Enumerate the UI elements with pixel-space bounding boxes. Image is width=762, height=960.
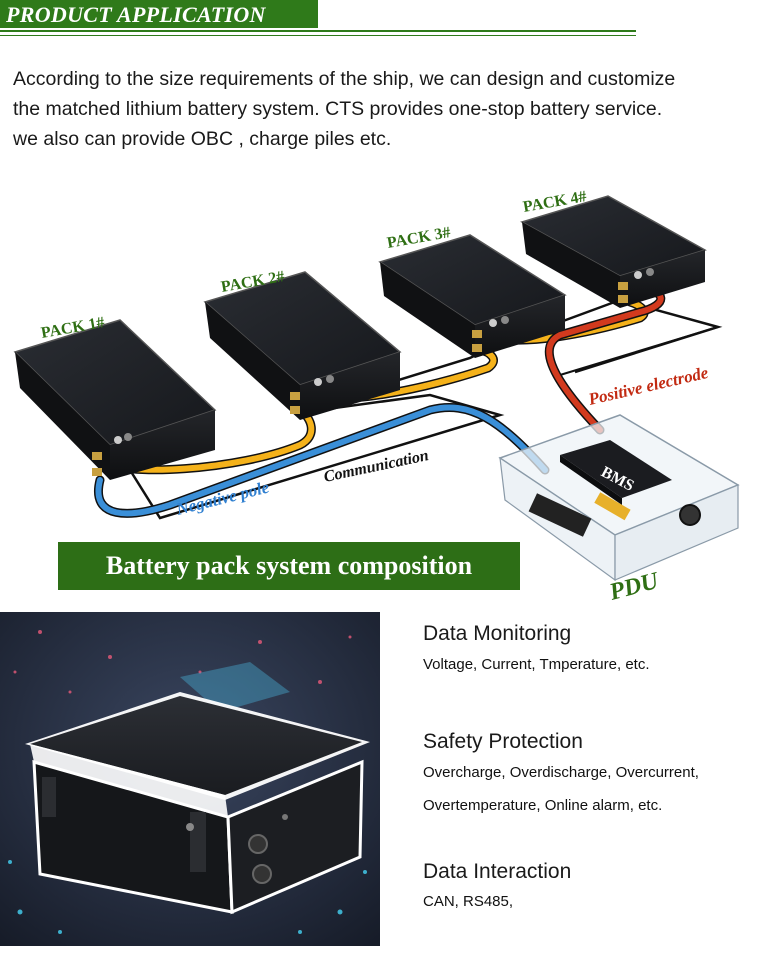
composition-banner-title: Battery pack system composition [105, 551, 473, 580]
intro-line: we also can provide OBC , charge piles e… [13, 128, 392, 150]
feature-desc-interaction: CAN, RS485, [423, 893, 514, 910]
feature-desc-safety: Overcharge, Overdischarge, Overcurrent, [423, 764, 699, 781]
pdu-unit [498, 414, 740, 582]
communication-wire-pdu [559, 326, 719, 376]
feature-title-interaction: Data Interaction [423, 860, 572, 883]
battery-pack-3 [378, 234, 567, 358]
section-title: PRODUCT APPLICATION [6, 2, 266, 27]
feature-desc-monitoring: Voltage, Current, Tmperature, etc. [423, 656, 650, 673]
section-header: PRODUCT APPLICATION [0, 0, 318, 28]
positive-wire [544, 281, 666, 435]
battery-pack-photo [0, 612, 380, 946]
battery-pack-2 [203, 271, 402, 420]
header-divider [0, 30, 636, 32]
battery-system-diagram: PACK 1# PACK 2# PACK 3# PACK 4# Positive… [13, 188, 740, 605]
intro-paragraph: According to the size requirements of th… [13, 64, 753, 154]
header-divider-thin [0, 35, 636, 36]
battery-pack-4 [520, 195, 707, 308]
intro-line: According to the size requirements of th… [13, 68, 676, 90]
positive-electrode-label: Positive electrode [586, 363, 711, 409]
intro-line: the matched lithium battery system. CTS … [13, 98, 663, 120]
feature-title-monitoring: Data Monitoring [423, 622, 572, 645]
battery-pack-1 [13, 319, 217, 480]
feature-desc-safety-2: Overtemperature, Online alarm, etc. [423, 797, 663, 814]
composition-banner: Battery pack system composition [58, 542, 520, 590]
feature-title-safety: Safety Protection [423, 730, 583, 753]
